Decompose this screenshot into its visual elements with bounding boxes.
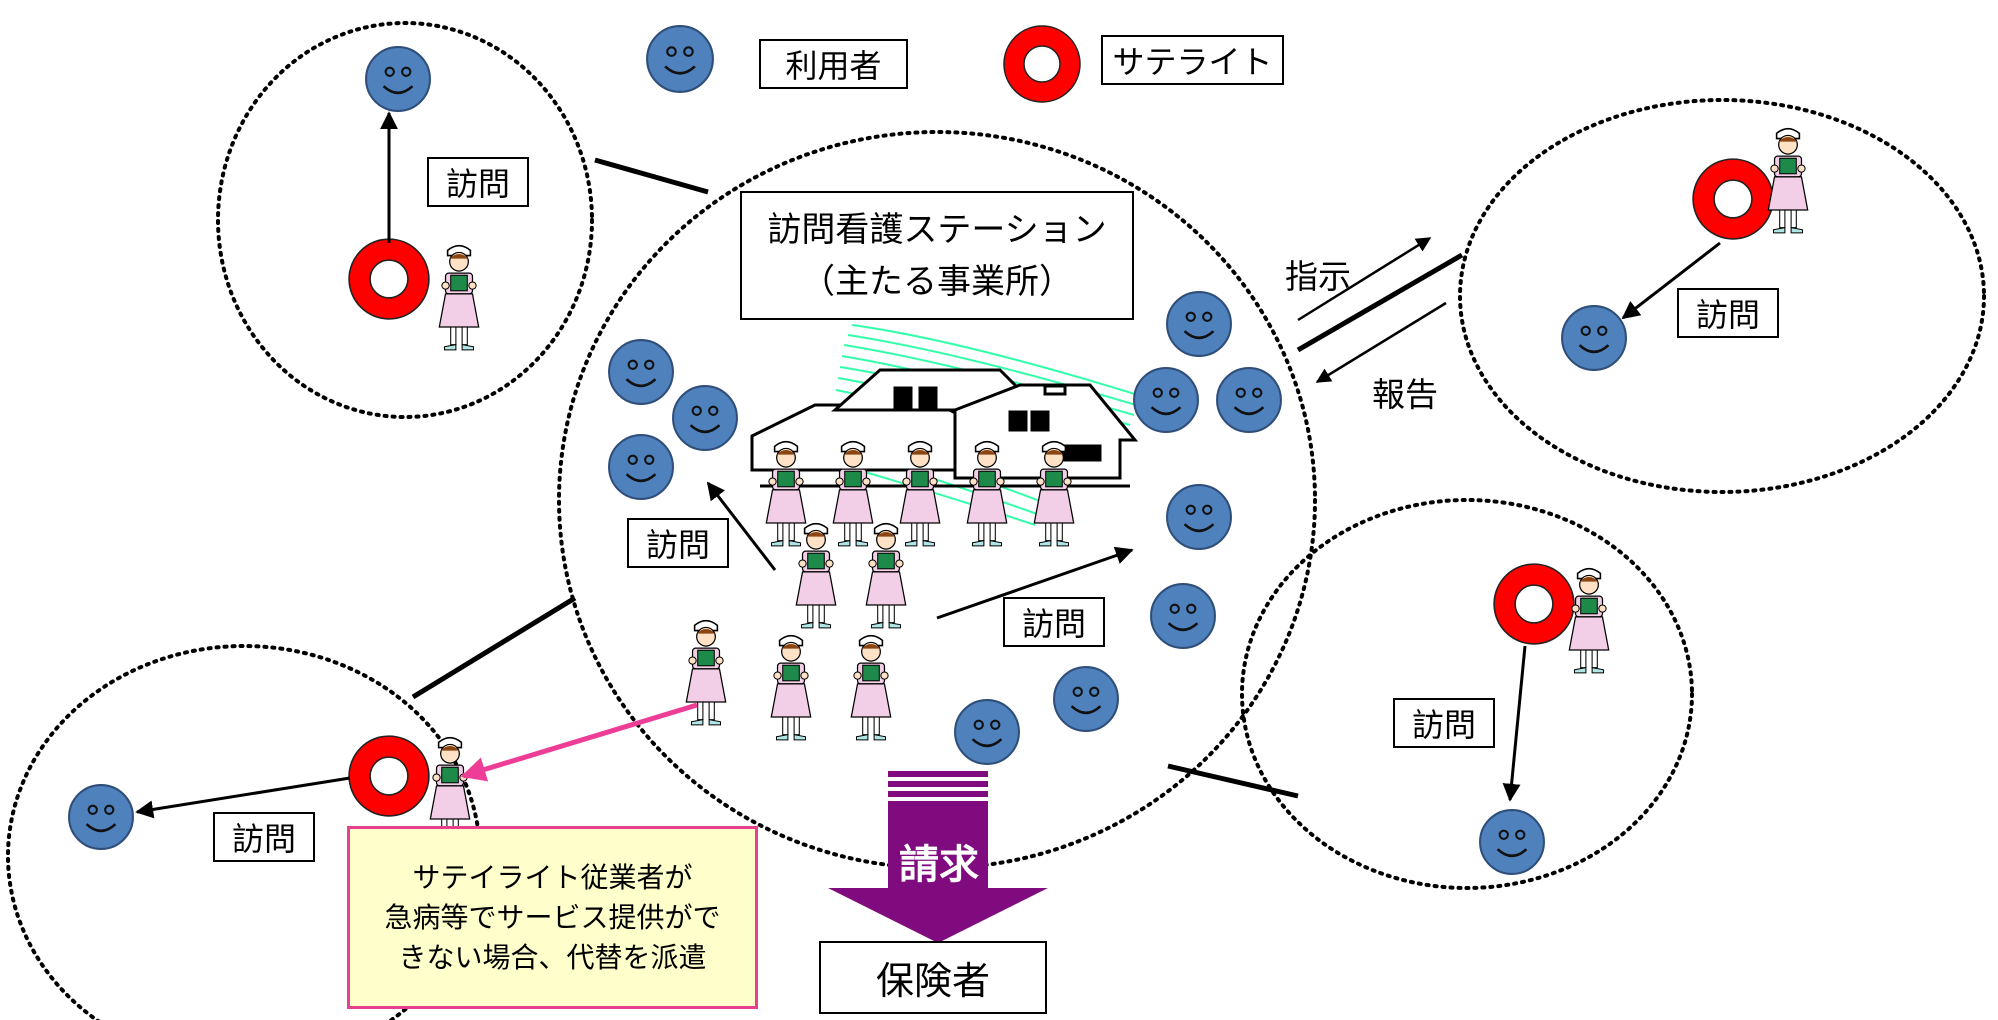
billing-arrow xyxy=(828,771,1048,943)
station-subtitle: （主たる事業所） xyxy=(801,261,1073,302)
visit-label-center-right: 訪問 xyxy=(1003,597,1105,647)
dispatch-note: サテイライト従業者が 急病等でサービス提供がで きない場合、代替を派遣 xyxy=(347,826,758,1009)
legend-user-label: 利用者 xyxy=(759,39,908,89)
visit-label-bottom-left: 訪問 xyxy=(213,812,315,862)
dispatch-note-line-3: きない場合、代替を派遣 xyxy=(398,940,707,974)
satellite-area-right-bottom xyxy=(1240,498,1694,890)
insurer-box: 保険者 xyxy=(819,941,1047,1014)
satellite-area-right-top xyxy=(1458,98,1986,494)
main-station-box: 訪問看護ステーション （主たる事業所） xyxy=(740,191,1134,320)
visit-label-center-left: 訪問 xyxy=(627,518,729,568)
instruction-label: 指示 xyxy=(1285,257,1351,296)
visit-label-top-left: 訪問 xyxy=(427,157,529,207)
visit-label-right-top: 訪問 xyxy=(1677,288,1779,338)
dispatch-arrow xyxy=(460,702,698,782)
report-label: 報告 xyxy=(1372,375,1438,414)
house-building xyxy=(750,368,1139,488)
instruction-arrow xyxy=(1297,236,1432,322)
area-connectors xyxy=(411,157,1464,799)
legend-satellite-label: サテライト xyxy=(1101,35,1284,85)
report-arrow xyxy=(1315,301,1447,384)
visit-label-right-bottom: 訪問 xyxy=(1393,698,1495,748)
visit-arrows xyxy=(135,111,1721,819)
satellite-area-top-left xyxy=(216,21,594,419)
station-title: 訪問看護ステーション xyxy=(767,209,1107,250)
billing-label: 請求 xyxy=(899,842,979,888)
dispatch-note-line-1: サテイライト従業者が xyxy=(412,860,693,894)
dispatch-note-line-2: 急病等でサービス提供がで xyxy=(384,900,721,934)
